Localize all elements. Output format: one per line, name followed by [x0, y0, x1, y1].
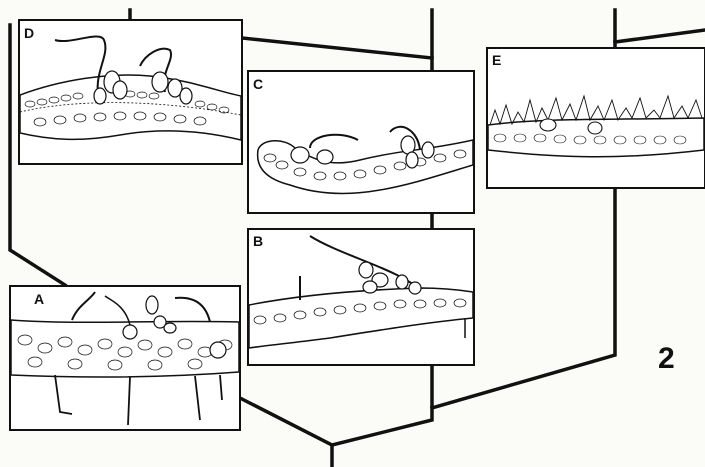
panel-b: B — [248, 229, 474, 365]
panel-b-label: B — [253, 233, 263, 249]
panel-e-label: E — [492, 52, 501, 68]
panel-c-label: C — [253, 76, 263, 92]
branch-lower-left — [240, 398, 332, 445]
panel-e: E — [487, 48, 705, 188]
panel-a: A — [10, 286, 240, 430]
branch-d-connector — [242, 38, 432, 58]
panel-a-label: A — [34, 291, 44, 307]
panel-c: C — [248, 71, 474, 213]
panel-d: D — [19, 20, 242, 164]
branch-e-connector — [615, 30, 705, 42]
panel-d-label: D — [24, 25, 34, 41]
figure-number: 2 — [658, 342, 675, 375]
